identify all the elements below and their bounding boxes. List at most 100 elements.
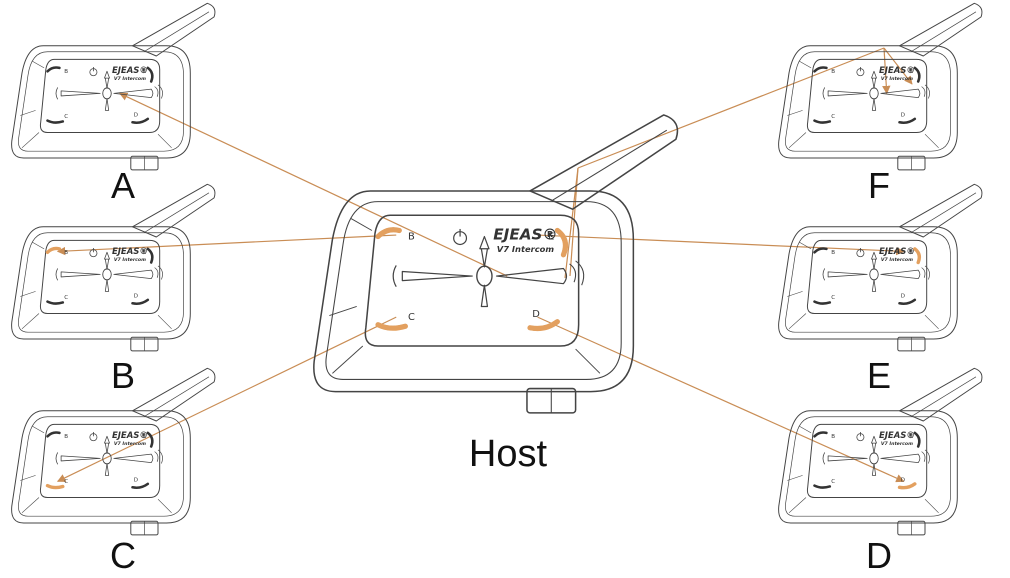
volume-icon [55,452,59,465]
volume-icon [822,87,826,100]
label-d: D [866,535,892,576]
up-spike [871,443,877,454]
button-c [813,300,832,305]
button-e [146,66,154,83]
phone-icon [569,260,585,286]
front-panel [364,214,580,347]
device-body [778,45,958,159]
main-button-lit [113,88,154,99]
antenna-ridge [552,129,668,201]
volume-icon [822,268,826,281]
facet-line [157,314,172,330]
right-spike [113,453,154,464]
up-spike [480,248,489,268]
volume-icon [392,265,397,288]
down-spike [871,463,877,476]
facet-line [32,425,45,434]
antenna [132,2,216,57]
right-spike [880,453,921,464]
label-host: Host [469,433,548,475]
facet-line [32,241,45,250]
up-arrow-icon [479,235,490,250]
right-spike [880,269,921,280]
phone-icon [921,84,930,99]
up-arrow-icon [871,251,877,260]
facet-line [20,291,36,297]
link-host-b [56,234,397,256]
up-spike [104,443,110,454]
button-letter-c: C [831,295,835,301]
device-body [778,226,958,340]
button-letter-d: D [901,112,905,118]
facet-line [21,313,40,330]
model-name: V7 Intercom [114,76,146,82]
button-letter-c: C [408,312,415,323]
facet-line [924,498,939,514]
button-e [146,431,154,448]
phone-icon [154,265,163,280]
button-e-lit [913,247,922,265]
bottom-connector [130,520,159,536]
antenna-ridge [145,376,210,417]
link-host-c [56,316,397,482]
front-panel [806,58,928,133]
facet-line [799,60,812,69]
phone-icon [154,449,163,464]
host-button-d-lit [527,319,560,332]
facet-line [32,60,45,69]
brand-logo: EJEAS® [112,247,148,257]
facet-line [924,314,939,330]
phone-icon [921,449,930,464]
device-body [11,226,191,340]
button-d [131,298,150,305]
volume-icon [55,87,59,100]
button-letter-d: D [901,293,905,299]
host-button-b-lit [375,227,402,240]
button-letter-c: C [64,114,68,120]
button-letter-c: C [64,479,68,485]
up-arrow-icon [871,70,877,79]
down-spike [104,279,110,292]
center-button [102,452,112,465]
button-letter-d: D [532,309,540,320]
facet-line [21,132,40,149]
front-panel [39,239,161,314]
brand-logo: EJEAS® [879,247,915,257]
down-spike [480,284,489,308]
antenna [132,367,216,422]
label-b: B [111,355,135,396]
antenna [899,2,983,57]
brand-logo: EJEAS® [112,66,148,76]
button-c-lit [45,483,65,490]
host-lit-buttons [375,227,569,332]
link-host-d [537,316,905,483]
model-name: V7 Intercom [881,441,913,447]
label-e: E [867,355,891,396]
facet-line [787,475,803,481]
antenna-ridge [145,192,210,233]
up-arrow-icon [871,435,877,444]
antenna [899,183,983,238]
facet-line [157,498,172,514]
brand-logo: EJEAS® [112,431,148,441]
brand-logo: EJEAS® [493,226,557,244]
button-letter-c: C [831,479,835,485]
button-d [898,117,917,124]
antenna [529,114,679,210]
body-bezel [18,51,184,152]
button-letter-e: E [910,250,914,256]
up-spike [871,259,877,270]
facet-line [788,497,807,514]
down-spike [871,279,877,292]
button-letter-b: B [64,434,68,440]
link-host-a [118,92,508,277]
button-d-lit [897,482,917,490]
antenna [132,183,216,238]
facet-line [575,348,601,374]
button-letter-d: D [134,293,138,299]
